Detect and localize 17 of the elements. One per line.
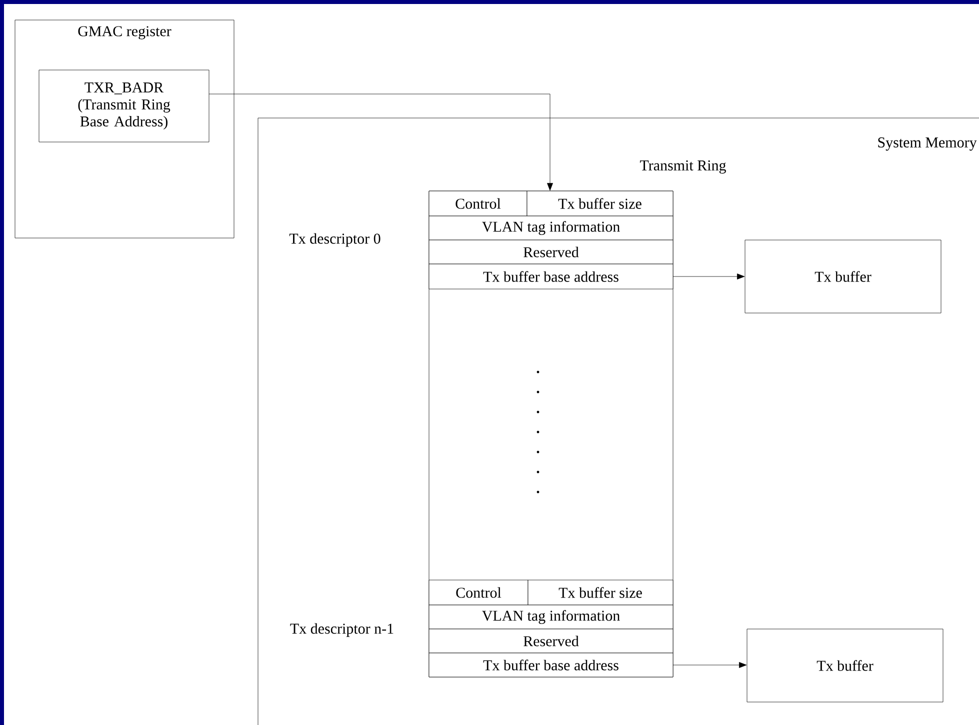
buffer-box: Tx buffer [744, 240, 942, 314]
arrow [672, 274, 745, 280]
field-cell: Reserved [428, 240, 674, 264]
buffer-box: Tx buffer [746, 628, 944, 702]
field-cell: Tx buffer base address [428, 264, 674, 290]
field-cell: Tx buffer size [528, 580, 674, 606]
field-cell: Control [428, 190, 528, 216]
arrow [672, 662, 747, 668]
arrow [208, 94, 553, 191]
descriptor-label: Tx descriptor n-1 [290, 623, 394, 637]
field-cell: Tx buffer size [526, 190, 674, 216]
descriptor-label: Tx descriptor 0 [289, 233, 380, 247]
node-label: Transmit Ring [640, 160, 726, 174]
register-field-box: TXR_BADR (Transmit Ring Base Address) [38, 70, 210, 142]
field-cell: Reserved [428, 628, 674, 654]
field-cell: Tx buffer base address [428, 652, 674, 678]
field-cell: Control [428, 580, 528, 606]
